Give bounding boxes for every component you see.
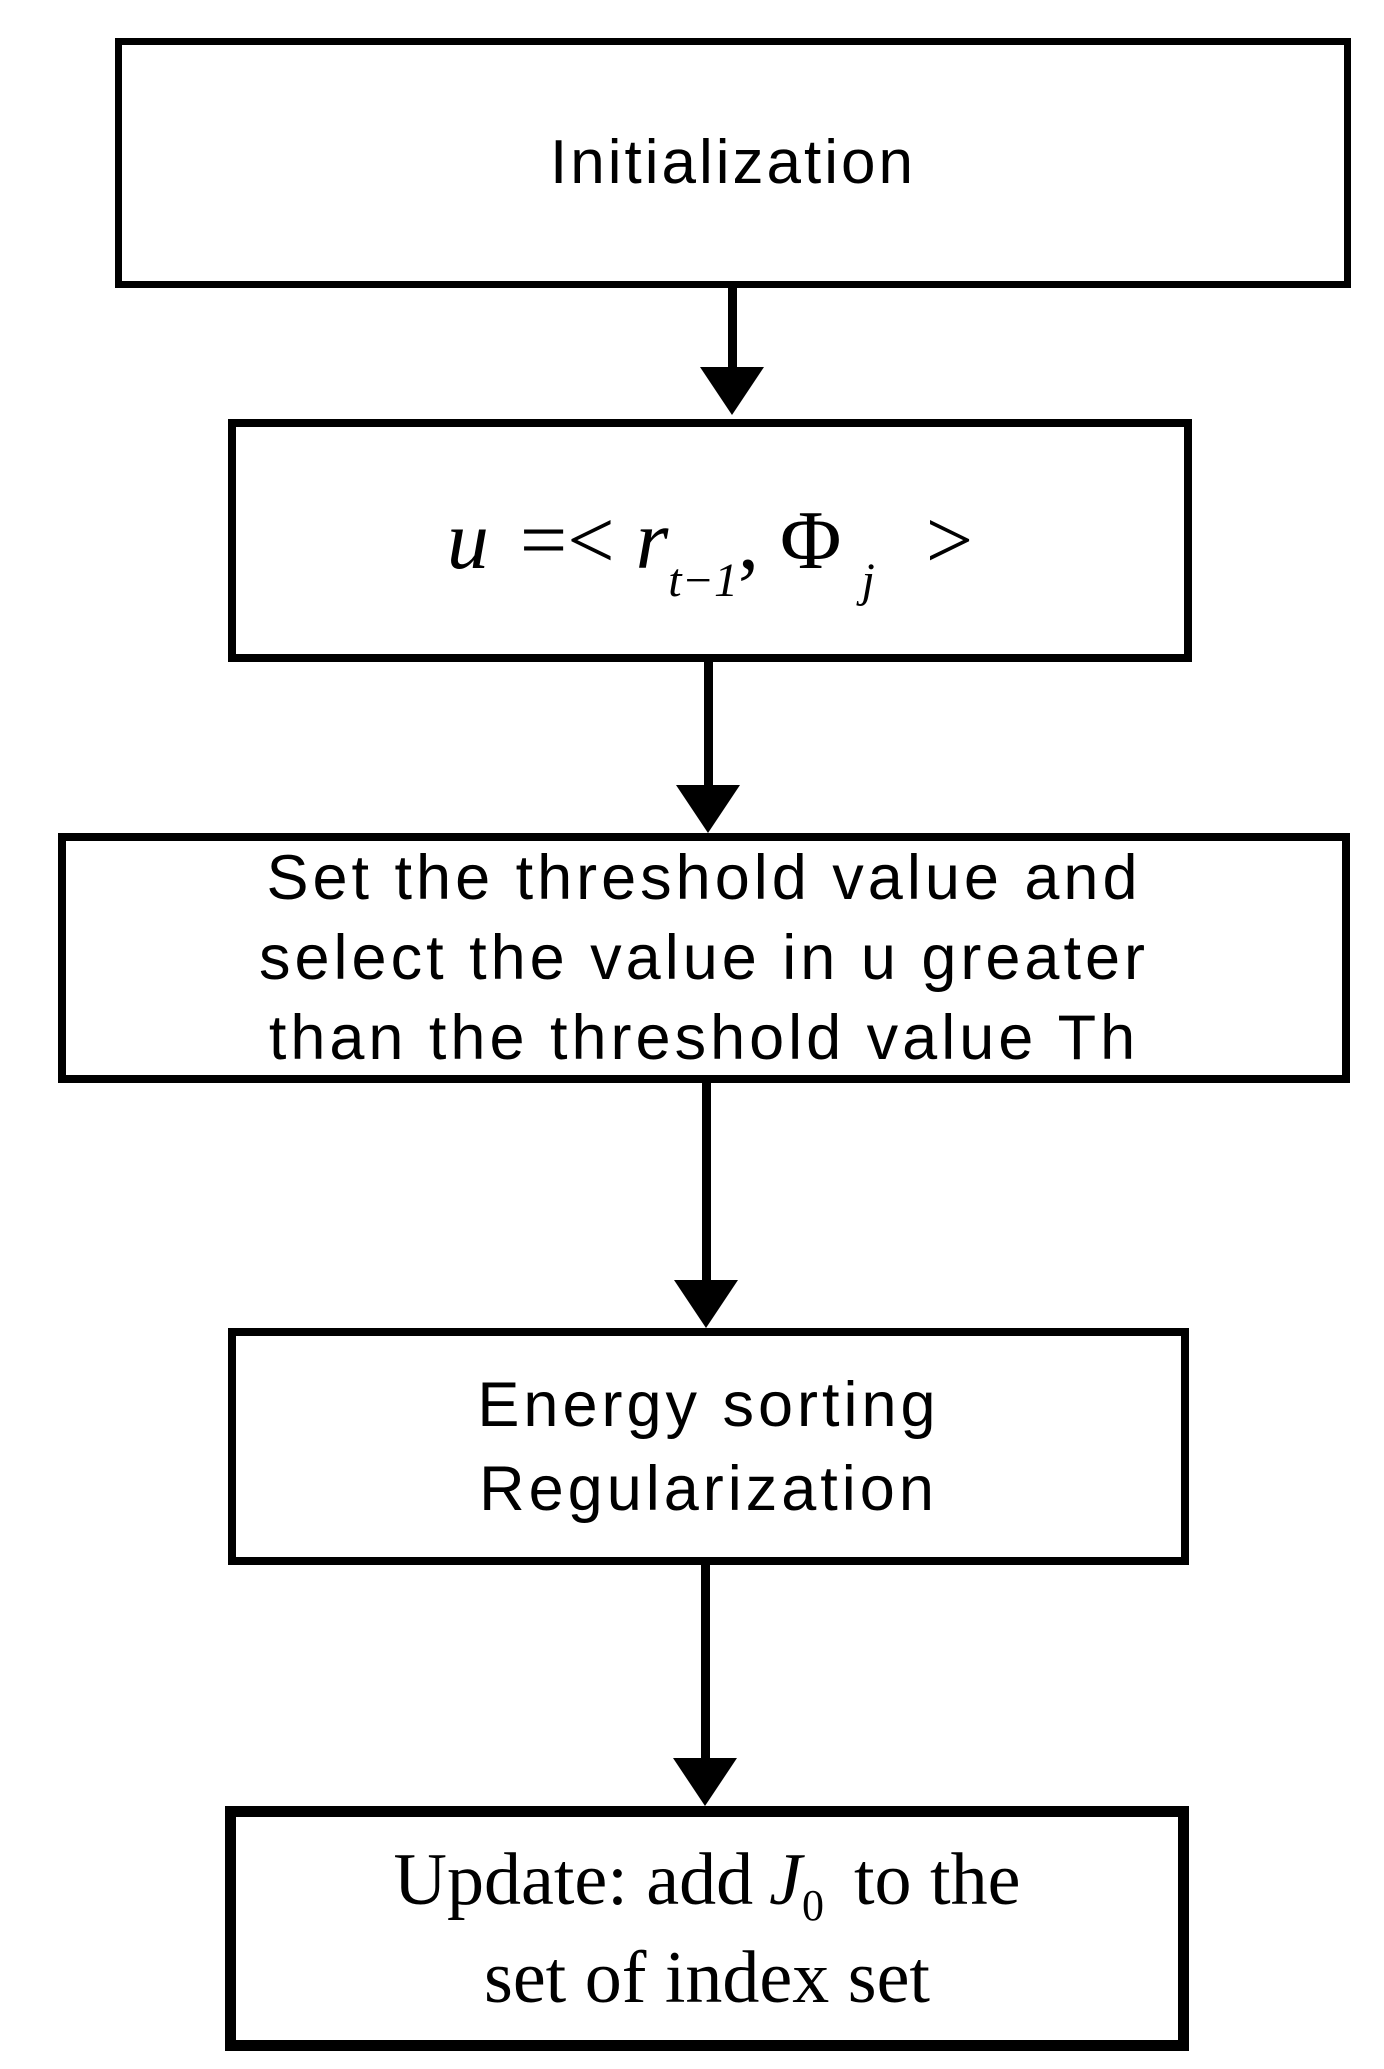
formula-phi: Φ [780,494,842,587]
threshold-line-2: select the value in u greater [259,923,1149,993]
formula-relation: =< [519,494,615,587]
arrowhead-down-icon [673,1758,737,1806]
arrow-shaft [727,285,737,367]
arrow-shaft [701,1081,711,1280]
update-line-2: set of index set [484,1936,930,2019]
flow-arrow-1 [700,285,764,415]
flow-arrow-4 [673,1563,737,1806]
formula-close-bracket: > [925,494,974,587]
arrowhead-down-icon [676,785,740,833]
node-energy-sorting-label: Energy sorting Regularization [477,1363,939,1531]
node-initialization: Initialization [115,38,1351,288]
arrowhead-down-icon [700,367,764,415]
update-j-subscript: 0 [801,1880,824,1930]
node-threshold-select-label: Set the threshold value and select the v… [259,838,1149,1078]
node-initialization-label: Initialization [550,128,916,197]
node-threshold-select: Set the threshold value and select the v… [58,833,1350,1083]
flow-arrow-2 [676,660,740,833]
threshold-line-3: than the threshold value Th [268,1003,1140,1073]
formula-r-subscript: t−1 [668,554,739,607]
formula-comma: , [738,494,760,587]
node-energy-sorting: Energy sorting Regularization [228,1328,1189,1565]
energy-line-2: Regularization [479,1453,938,1524]
update-line1-suffix: to the [853,1838,1021,1921]
flow-arrow-3 [674,1081,738,1328]
arrow-shaft [700,1563,710,1758]
energy-line-1: Energy sorting [477,1369,940,1440]
threshold-line-1: Set the threshold value and [266,843,1142,913]
formula-phi-subscript: j [861,554,875,607]
arrowhead-down-icon [674,1280,738,1328]
update-line1-prefix: Update: add [393,1838,754,1921]
formula-u: u [446,494,489,587]
arrow-shaft [703,660,713,785]
update-j-variable: J [769,1838,802,1921]
formula-r: r [635,494,669,587]
